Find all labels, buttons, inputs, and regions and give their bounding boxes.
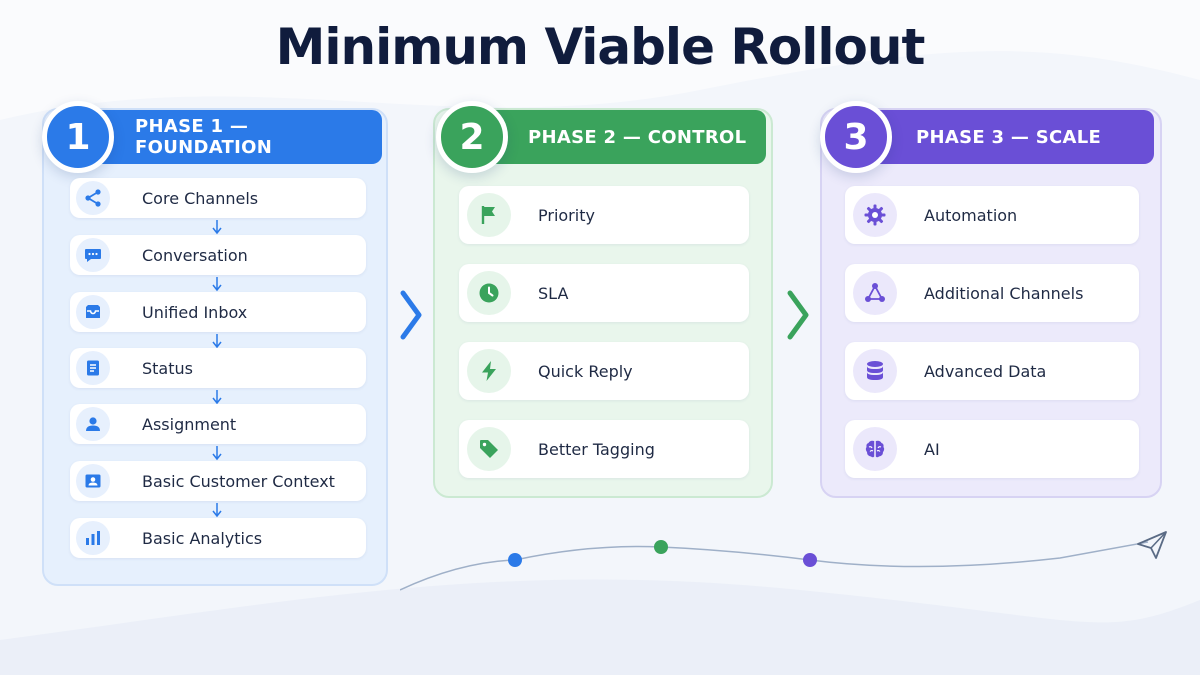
gear-icon [853,193,897,237]
item-label: Unified Inbox [142,302,248,322]
paper-plane-icon [1137,531,1167,559]
down-arrow-icon [212,334,222,349]
phase-1-header: PHASE 1 — FOUNDATION [88,110,382,164]
item-label: SLA [538,283,569,303]
phase-3-label: PHASE 3 — SCALE [916,126,1102,148]
item-label: Automation [924,205,1018,225]
item-label: Basic Analytics [142,528,263,548]
share-icon [76,181,110,215]
inbox-icon [76,295,110,329]
document-icon [76,351,110,385]
progress-timeline [400,531,1167,591]
phase-1-item: Core Channels [70,178,366,218]
phase-2-item: Priority [459,186,749,244]
phase-1-item: Unified Inbox [70,292,366,332]
user-icon [76,407,110,441]
phase-3-item: Automation [845,186,1139,244]
phase-2-label: PHASE 2 — CONTROL [528,126,747,148]
timeline-dot-phase-2 [654,540,668,554]
item-label: Basic Customer Context [142,471,335,491]
network-icon [853,271,897,315]
item-label: Priority [538,205,595,225]
phase-3-item: Advanced Data [845,342,1139,400]
phase-1-label: PHASE 1 — FOUNDATION [135,116,273,158]
phase-1-item: Status [70,348,366,388]
phase-2-number-badge: 2 [436,101,508,173]
item-label: Assignment [142,414,237,434]
phase-1-item: Conversation [70,235,366,275]
phase-2-header: PHASE 2 — CONTROL [482,110,766,164]
contact-card-icon [76,464,110,498]
phase-3-item: Additional Channels [845,264,1139,322]
clock-icon [467,271,511,315]
phase-1-item: Assignment [70,404,366,444]
tag-icon [467,427,511,471]
brain-icon [853,427,897,471]
timeline-dot-phase-1 [508,553,522,567]
item-label: Core Channels [142,188,259,208]
phase-3-number-badge: 3 [820,101,892,173]
flag-icon [467,193,511,237]
item-label: Additional Channels [924,283,1084,303]
phase-1-item: Basic Analytics [70,518,366,558]
phase-1-number-badge: 1 [42,101,114,173]
down-arrow-icon [212,390,222,405]
phase-2-item: Quick Reply [459,342,749,400]
chevron-right-icon [400,290,422,340]
down-arrow-icon [212,220,222,235]
item-label: Better Tagging [538,439,655,459]
phase-3-item: AI [845,420,1139,478]
item-label: Advanced Data [924,361,1047,381]
down-arrow-icon [212,277,222,292]
down-arrow-icon [212,446,222,461]
down-arrow-icon [212,503,222,518]
chevron-right-icon [787,290,809,340]
phase-1-item: Basic Customer Context [70,461,366,501]
bar-chart-icon [76,521,110,555]
timeline-dot-phase-3 [803,553,817,567]
phase-2-item: SLA [459,264,749,322]
item-label: AI [924,439,940,459]
item-label: Status [142,358,193,378]
lightning-icon [467,349,511,393]
page-title: Minimum Viable Rollout [275,18,926,76]
item-label: Quick Reply [538,361,633,381]
phase-2-item: Better Tagging [459,420,749,478]
database-icon [853,349,897,393]
phase-3-header: PHASE 3 — SCALE [866,110,1154,164]
item-label: Conversation [142,245,248,265]
chat-bubble-icon [76,238,110,272]
